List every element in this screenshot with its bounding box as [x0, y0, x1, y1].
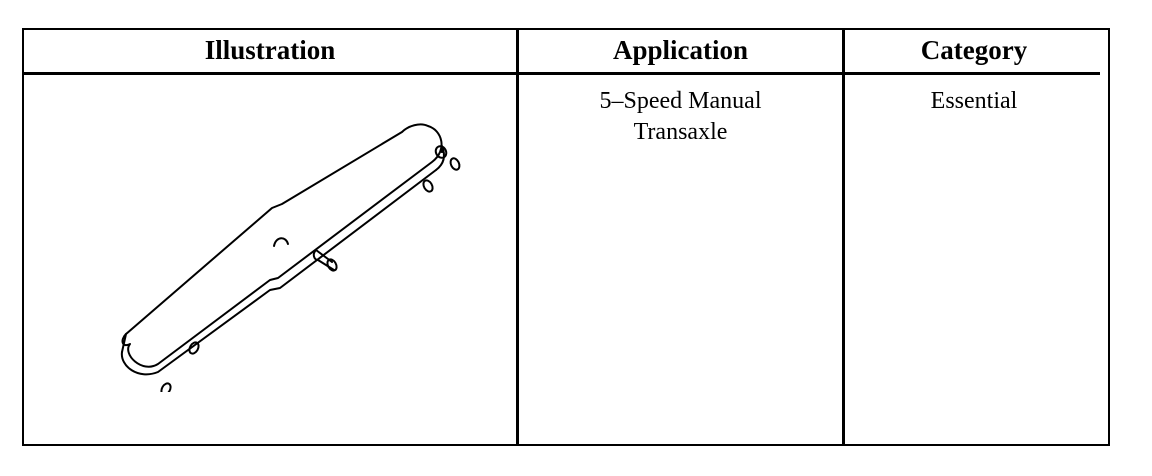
header-category: Category	[920, 34, 1028, 65]
table-border	[22, 28, 1110, 446]
application-cell: 5–Speed Manual Transaxle	[519, 86, 842, 148]
column-divider-2	[842, 28, 845, 446]
tool-table: Illustration Application Category 5–Spee…	[22, 28, 1110, 446]
application-line-1: 5–Speed Manual	[599, 88, 762, 114]
header-application: Application	[612, 34, 749, 65]
column-divider-1	[516, 28, 519, 446]
bracket-tool-icon	[120, 123, 461, 392]
application-line-2: Transaxle	[633, 119, 728, 145]
category-cell: Essential	[930, 88, 1018, 114]
header-illustration: Illustration	[204, 34, 336, 65]
header-divider	[22, 72, 1100, 75]
